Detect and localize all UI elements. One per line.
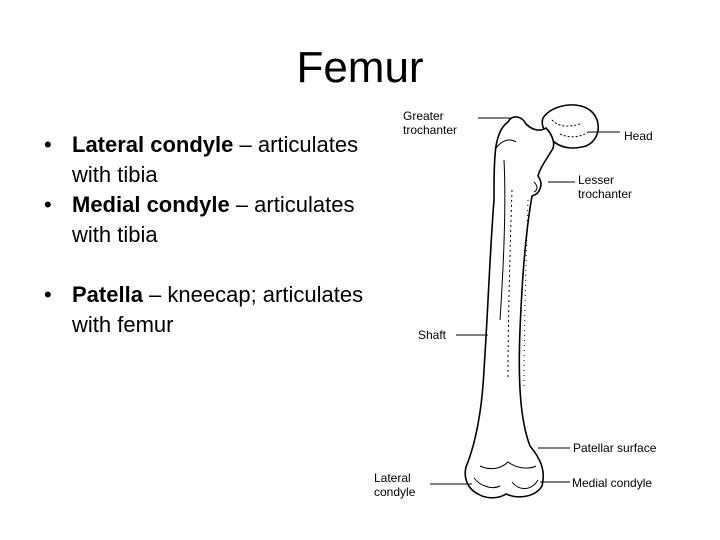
bullet-medial-condyle: • Medial condyle – articulates with tibi… [44, 190, 374, 250]
femur-shaft-outline [465, 117, 553, 498]
bullet-list: • Lateral condyle – articulates with tib… [44, 130, 374, 340]
bullet-term: Patella [72, 282, 143, 307]
femur-illustration: Greater trochanter Head Lesser trochante… [360, 90, 710, 510]
label-greater-trochanter-1: Greater [403, 109, 444, 123]
bullet-marker: • [44, 280, 52, 310]
femur-figure: Greater trochanter Head Lesser trochante… [360, 90, 710, 510]
bullet-marker: • [44, 130, 52, 160]
bullet-marker: • [44, 190, 52, 220]
label-shaft: Shaft [418, 328, 447, 342]
bullet-term: Lateral condyle [72, 132, 233, 157]
bullet-term: Medial condyle [72, 192, 230, 217]
label-lateral-condyle-1: Lateral [374, 471, 411, 485]
bullet-patella: • Patella – kneecap; articulates with fe… [44, 280, 374, 340]
slide-title: Femur [0, 40, 720, 96]
label-head: Head [624, 129, 653, 143]
label-lesser-trochanter-2: trochanter [578, 187, 632, 201]
spacer [44, 250, 374, 280]
label-greater-trochanter-2: trochanter [403, 123, 457, 137]
femur-bone [465, 105, 598, 498]
label-medial-condyle: Medial condyle [572, 476, 652, 490]
label-lateral-condyle-2: condyle [374, 485, 416, 499]
label-patellar-surface: Patellar surface [573, 441, 657, 455]
label-lesser-trochanter-1: Lesser [578, 173, 614, 187]
bullet-lateral-condyle: • Lateral condyle – articulates with tib… [44, 130, 374, 190]
